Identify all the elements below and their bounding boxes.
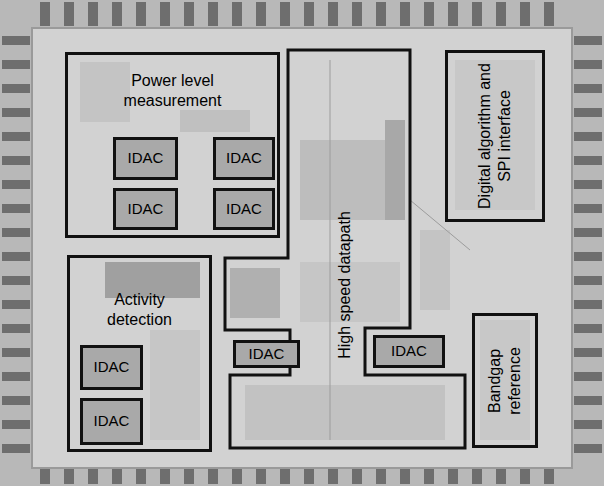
- block-region: Digital algorithm and SPI interface: [445, 50, 545, 222]
- block-label: IDAC: [216, 149, 272, 168]
- trace-line: [410, 200, 470, 250]
- block-region: IDAC IDAC IDAC IDAC Power level measurement: [65, 52, 280, 238]
- block-label: IDAC: [376, 342, 442, 361]
- block-label: IDAC: [116, 149, 175, 168]
- block-label: IDAC: [216, 200, 272, 219]
- block-label: Bandgap reference: [485, 321, 525, 441]
- block-label: Power level measurement: [98, 71, 248, 111]
- block-region: IDAC IDAC Activity detection: [67, 255, 212, 452]
- idac-block: IDAC: [233, 340, 300, 368]
- circuit-blocks: [80, 60, 535, 440]
- block-label: IDAC: [236, 345, 297, 364]
- block-region: Bandgap reference: [472, 313, 538, 448]
- idac-block: IDAC: [373, 335, 445, 368]
- block-label: Digital algorithm and SPI interface: [475, 58, 515, 214]
- block-label: IDAC: [83, 358, 140, 377]
- idac-block: IDAC: [213, 188, 275, 230]
- block-label: IDAC: [116, 200, 175, 219]
- idac-block: IDAC: [113, 137, 178, 180]
- idac-block: IDAC: [213, 137, 275, 180]
- idac-block: IDAC: [113, 188, 178, 230]
- die-area: [32, 28, 572, 468]
- block-label: High speed datapath: [335, 190, 355, 380]
- region-outline: [225, 50, 465, 448]
- block-label: IDAC: [83, 412, 140, 431]
- bus-line: [330, 60, 331, 440]
- idac-block: IDAC: [80, 345, 143, 390]
- idac-block: IDAC: [80, 398, 143, 445]
- datapath-region: High speed datapath: [225, 50, 465, 448]
- block-label: Activity detection: [85, 290, 195, 330]
